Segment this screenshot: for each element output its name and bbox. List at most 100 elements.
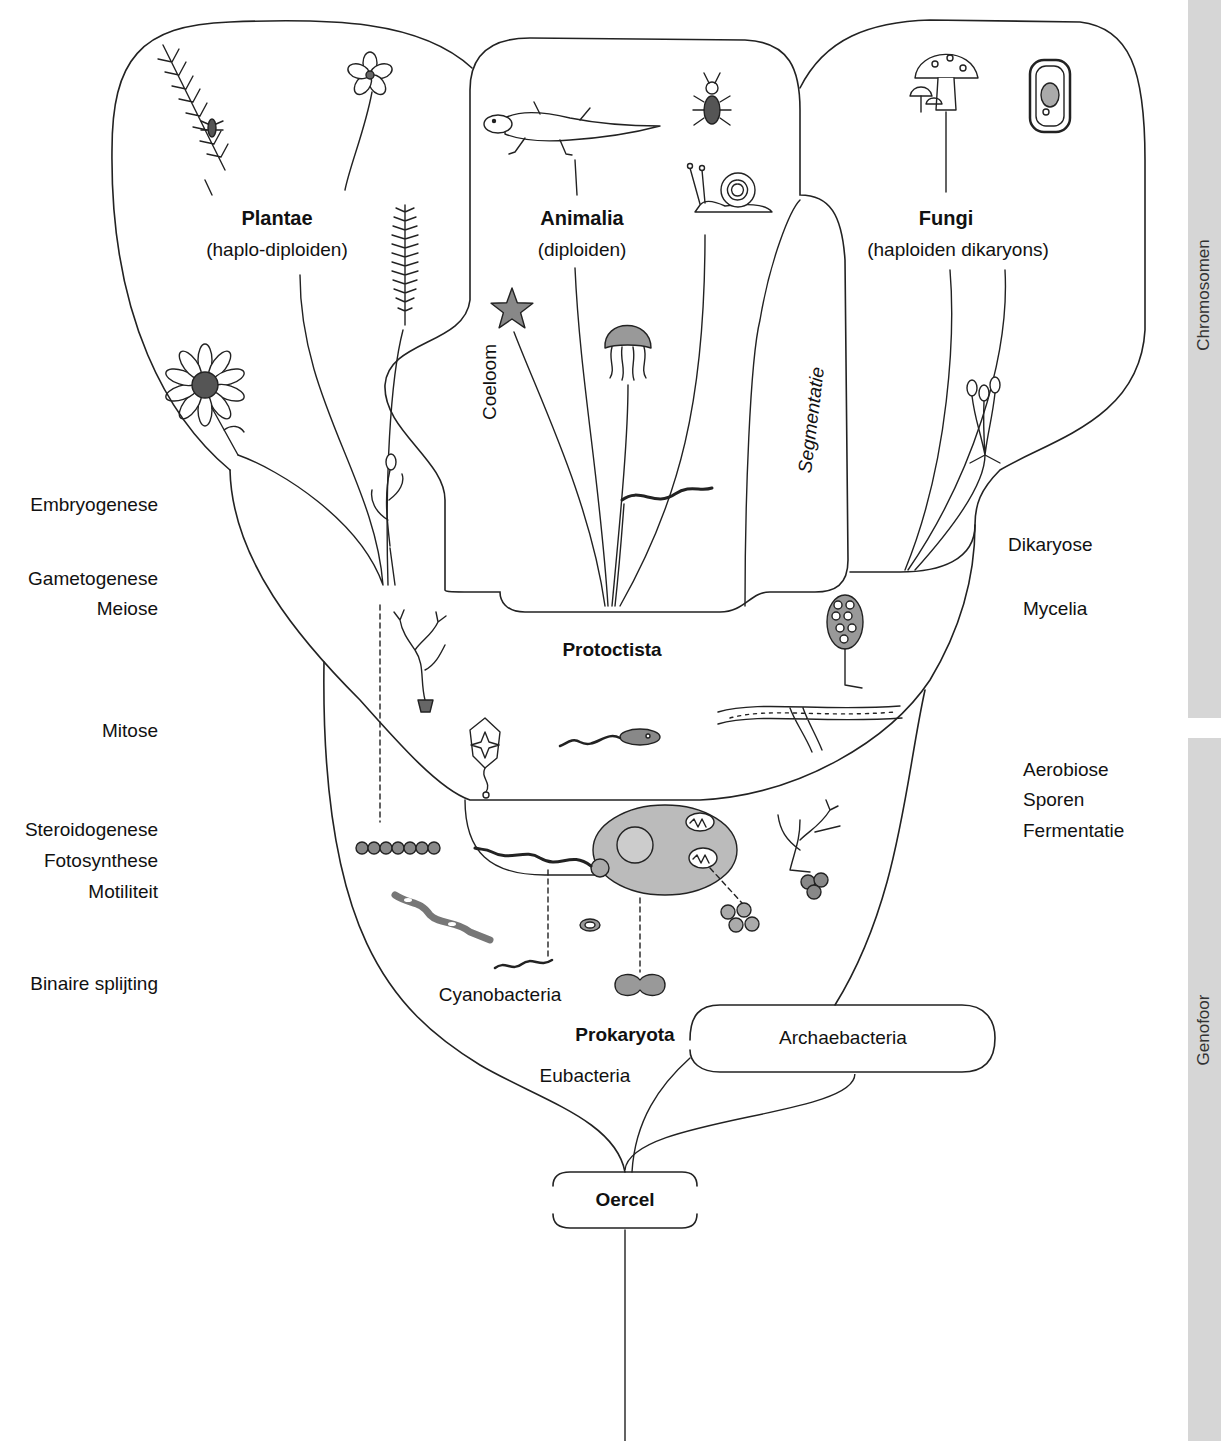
outline-shape — [380, 30, 855, 620]
prokaryote-cells — [368, 842, 380, 854]
fungal-spore — [1030, 60, 1070, 132]
prokaryota-region: CyanobacteriaProkaryotaEubacteriaProtoct… — [100, 10, 1155, 1185]
worm — [622, 488, 712, 500]
animal-branches — [514, 160, 800, 606]
eukaryotic-cell — [689, 848, 717, 868]
starfish — [491, 288, 533, 328]
prokaryote-cells — [495, 960, 552, 968]
side-label: Coeloom — [479, 344, 502, 420]
fern-leaf — [392, 205, 418, 325]
jellyfish — [610, 347, 646, 380]
mushrooms — [936, 78, 956, 110]
conifer-branch — [201, 121, 223, 130]
conifer-branch — [208, 119, 216, 137]
prokaryote-cells — [356, 800, 840, 995]
side-label: Sporen — [1023, 789, 1084, 812]
origin-cell-box: Oercel — [551, 1170, 699, 1230]
mushrooms — [932, 61, 938, 67]
flagellate — [560, 736, 620, 746]
mold — [979, 385, 989, 401]
hyphae — [718, 706, 902, 752]
hyphae — [718, 706, 902, 752]
jellyfish — [605, 326, 651, 349]
side-label: Binaire splijting — [30, 973, 158, 996]
prokaryote-cells — [737, 903, 751, 917]
node-title: Animalia — [540, 206, 623, 230]
salamander — [484, 115, 512, 133]
dashed-lineage-lines — [380, 605, 742, 972]
outline-path — [230, 470, 975, 800]
side-label: Mycelia — [1023, 598, 1087, 621]
seaweed — [394, 610, 446, 700]
prokaryote-cells — [448, 922, 456, 926]
snail — [721, 173, 755, 207]
outline-shape — [105, 12, 485, 612]
prokaryote-cells — [807, 885, 821, 899]
fungal-spore — [1036, 66, 1064, 126]
node-title: Protoctista — [562, 639, 661, 662]
mushrooms — [910, 54, 978, 112]
outline-shape — [100, 10, 1155, 810]
node-text: Prokaryota — [575, 1024, 674, 1047]
node-title: Archaebacteria — [779, 1027, 907, 1050]
outline-path — [112, 21, 472, 470]
flower — [346, 52, 394, 98]
prokaryote-cells — [395, 895, 490, 940]
mold — [990, 377, 1000, 393]
small-plant — [372, 454, 403, 546]
mushrooms — [921, 96, 942, 112]
node-title: Plantae — [241, 206, 312, 230]
sporangium — [848, 624, 856, 632]
fungi-branches — [905, 112, 1005, 570]
side-label: Embryogenese — [30, 494, 158, 517]
snail — [688, 164, 773, 213]
prokaryote-cells — [615, 975, 665, 996]
sporangium — [836, 624, 844, 632]
starfish — [491, 288, 533, 328]
dinoflagellate — [470, 718, 500, 798]
sunflower — [164, 344, 246, 426]
side-label: Steroidogenese — [25, 819, 158, 842]
prokaryote-cells — [729, 918, 743, 932]
node-title: Oercel — [595, 1189, 654, 1212]
root-stem — [625, 1058, 690, 1441]
sporangium — [827, 595, 863, 688]
prokaryote-cells — [404, 898, 412, 902]
plantae-region: Plantae(haplo-diploiden) — [105, 12, 485, 612]
flagellate — [620, 729, 660, 745]
worm — [622, 488, 712, 500]
fungi-region: Fungi(haploiden dikaryons) — [800, 15, 1150, 580]
sporangium — [845, 649, 862, 688]
prokaryote-cells — [721, 905, 735, 919]
salamander — [484, 102, 660, 155]
small-plant — [386, 454, 396, 470]
lineage-connector — [625, 1074, 855, 1170]
prokaryote-cells — [380, 842, 392, 854]
sporangium — [844, 612, 852, 620]
small-plant — [372, 470, 403, 546]
hyphae — [730, 712, 895, 718]
eukaryotic-cell — [617, 827, 653, 863]
dinoflagellate — [471, 732, 499, 758]
side-label: Motiliteit — [88, 881, 158, 904]
outline-path — [385, 38, 848, 612]
animalia-region: Animalia(diploiden) — [380, 30, 855, 620]
mushrooms — [947, 55, 953, 61]
node-title: Cyanobacteria — [439, 984, 562, 1007]
mushrooms — [910, 87, 932, 96]
outline-path — [800, 20, 1145, 572]
node-text: (haploiden dikaryons) — [867, 239, 1049, 262]
snail — [688, 164, 693, 169]
archaebacteria-box: Archaebacteria — [688, 1003, 997, 1074]
conifer-branch — [158, 45, 228, 170]
prokaryote-cells — [404, 842, 416, 854]
dinoflagellate — [484, 768, 488, 792]
conifer-branch — [158, 45, 228, 170]
salamander — [493, 120, 496, 123]
seaweed — [394, 610, 446, 712]
root-stem — [625, 1058, 690, 1441]
mold — [970, 393, 1000, 463]
sporangium — [832, 612, 840, 620]
side-label: Mitose — [102, 720, 158, 743]
side-band: Genofoor — [1188, 738, 1221, 1441]
